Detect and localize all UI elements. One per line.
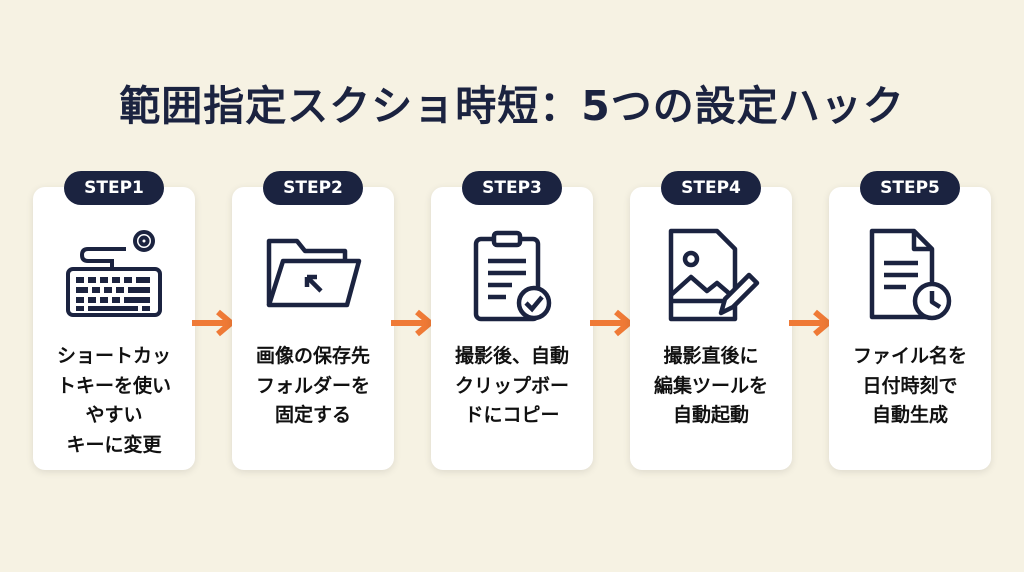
document-clock-icon bbox=[869, 228, 952, 321]
step-card-5: STEP5 ファイル名を 日付時刻で 自動生成 bbox=[829, 171, 991, 470]
arrow-right-icon bbox=[192, 309, 236, 337]
arrow-right-icon bbox=[590, 309, 634, 337]
step-card-1: STEP1 ショートカッ トキーを使い やすい キーに変更 bbox=[33, 171, 195, 470]
step-description: 撮影直後に 編集ツールを 自動起動 bbox=[653, 345, 768, 426]
step-description: 撮影後、自動 クリップボー ドにコピー bbox=[454, 345, 569, 426]
step-description: 画像の保存先 フォルダーを 固定する bbox=[255, 345, 370, 426]
step-badge: STEP5 bbox=[860, 171, 960, 205]
step-badge: STEP4 bbox=[661, 171, 761, 205]
page-title: 範囲指定スクショ時短：5つの設定ハック bbox=[119, 82, 905, 130]
step-badge: STEP3 bbox=[462, 171, 562, 205]
step-badge: STEP1 bbox=[64, 171, 164, 205]
arrow-right-icon bbox=[391, 309, 435, 337]
keyboard-gear-icon bbox=[66, 230, 162, 317]
step-description: ショートカッ トキーを使い やすい キーに変更 bbox=[56, 345, 171, 456]
step-description: ファイル名を 日付時刻で 自動生成 bbox=[852, 345, 967, 426]
step-badge: STEP2 bbox=[263, 171, 363, 205]
clipboard-check-icon bbox=[473, 230, 552, 322]
arrow-right-icon bbox=[789, 309, 833, 337]
image-edit-icon bbox=[668, 228, 760, 322]
step-card-4: STEP4 撮影直後に 編集ツールを 自動起動 bbox=[630, 171, 792, 470]
step-card-3: STEP3 撮影後、自動 クリップボー ドにコピー bbox=[431, 171, 593, 470]
folder-arrow-icon bbox=[266, 238, 362, 308]
step-card-2: STEP2 画像の保存先 フォルダーを 固定する bbox=[232, 171, 394, 470]
